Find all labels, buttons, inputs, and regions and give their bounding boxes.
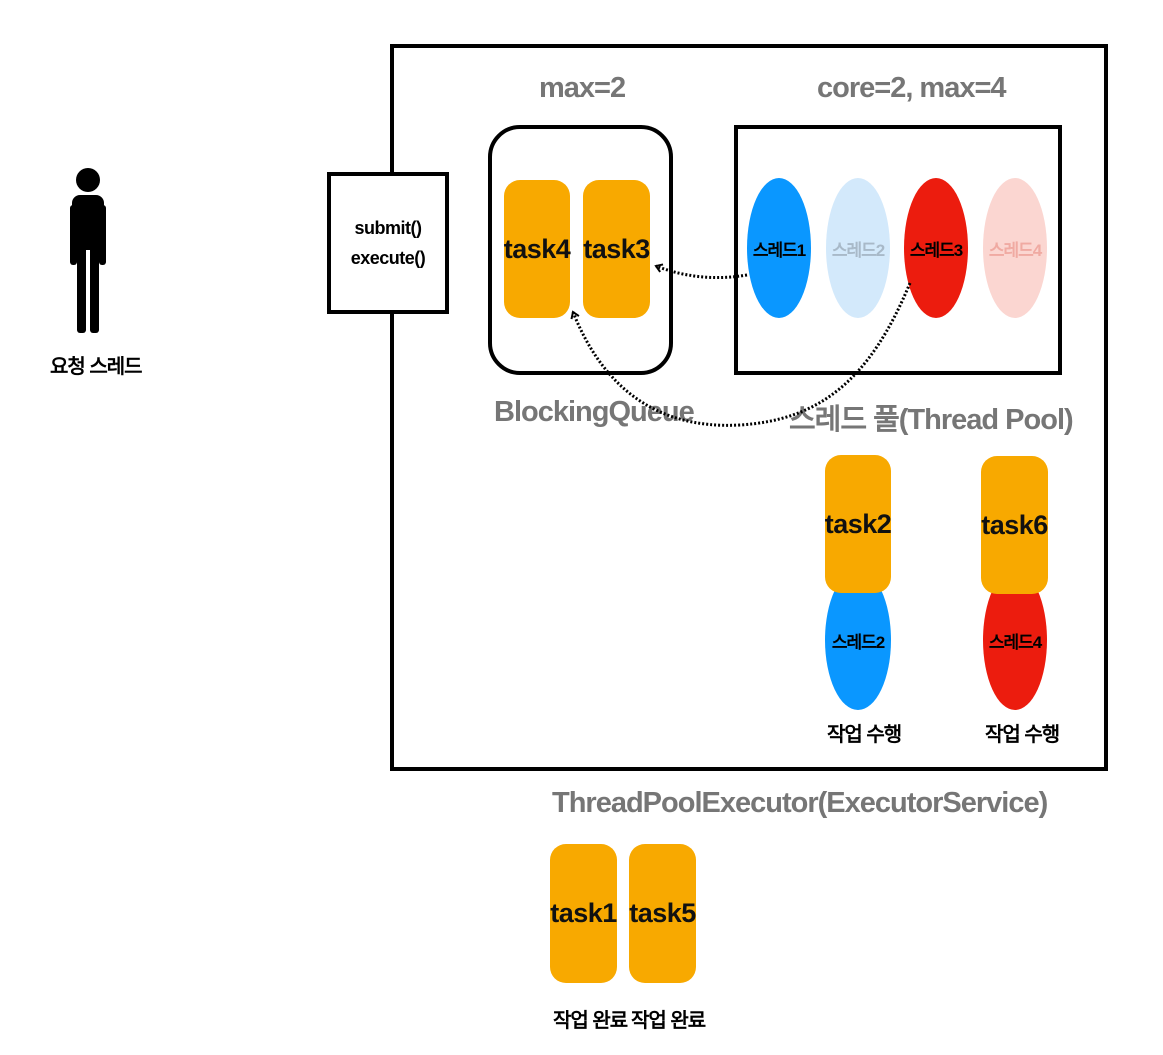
pool-thread-3: 스레드3 bbox=[904, 178, 968, 318]
thread-pool-box bbox=[734, 125, 1062, 375]
queue-capacity-label: max=2 bbox=[539, 72, 626, 104]
executor-title: ThreadPoolExecutor(ExecutorService) bbox=[552, 787, 1048, 819]
queue-task-4: task4 bbox=[504, 180, 571, 318]
completed-status-1: 작업 완료 bbox=[553, 1010, 628, 1032]
pool-size-label: core=2, max=4 bbox=[817, 72, 1007, 104]
pool-thread-1: 스레드1 bbox=[747, 178, 811, 318]
running-task-2: task2 bbox=[825, 455, 892, 593]
requester-label: 요청 스레드 bbox=[50, 356, 143, 378]
completed-status-2: 작업 완료 bbox=[631, 1010, 706, 1032]
person-icon bbox=[70, 168, 106, 333]
running-thread-2: 스레드2 bbox=[825, 570, 891, 710]
running-status-2: 작업 수행 bbox=[985, 724, 1060, 746]
pool-thread-4: 스레드4 bbox=[983, 178, 1047, 318]
pool-thread-2: 스레드2 bbox=[826, 178, 890, 318]
queue-task-3: task3 bbox=[583, 180, 650, 318]
completed-task-5: task5 bbox=[629, 844, 696, 983]
submit-method: submit() bbox=[354, 218, 423, 238]
blocking-queue-box bbox=[488, 125, 673, 375]
thread1-take-arrow bbox=[654, 263, 748, 280]
execute-method: execute() bbox=[350, 248, 426, 268]
completed-task-1: task1 bbox=[550, 844, 617, 983]
thread3-take-arrow bbox=[570, 282, 912, 427]
running-status-1: 작업 수행 bbox=[827, 724, 902, 746]
executor-methods-box: submit() execute() bbox=[327, 172, 449, 314]
executor-box bbox=[390, 44, 1108, 771]
pool-title: 스레드 풀(Thread Pool) bbox=[789, 404, 1074, 436]
running-task-6: task6 bbox=[981, 456, 1048, 594]
